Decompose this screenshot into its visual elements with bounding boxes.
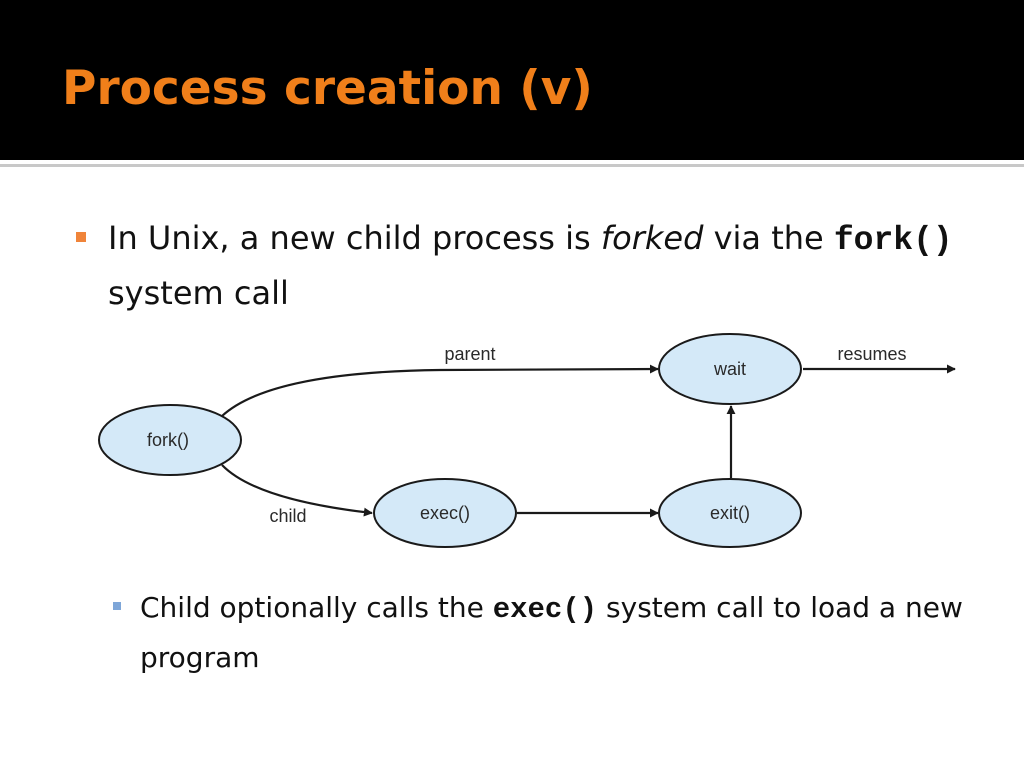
node-exec-label: exec() <box>420 503 470 523</box>
title-divider-shadow <box>0 164 1024 167</box>
bullet-text-part: via the <box>703 219 834 257</box>
edge-label-child: child <box>269 506 306 526</box>
title-bar <box>0 0 1024 160</box>
node-wait: wait <box>658 333 802 405</box>
node-exit: exit() <box>658 478 802 548</box>
edge-child <box>221 464 373 517</box>
emphasis-forked: forked <box>600 219 704 257</box>
sub-bullet-marker-square-icon <box>113 602 121 610</box>
slide-title: Process creation (v) <box>62 61 593 116</box>
code-fork: fork() <box>833 222 953 259</box>
bullet-text-part: system call <box>108 274 289 312</box>
title-divider <box>0 160 1024 164</box>
bullet-text-fork: In Unix, a new child process is forked v… <box>108 212 988 319</box>
code-exec: exec() <box>492 593 598 626</box>
bullet-text-part: In Unix, a new child process is <box>108 219 601 257</box>
bullet-marker-square-icon <box>76 232 86 242</box>
edge-label-parent: parent <box>444 344 495 364</box>
node-wait-label: wait <box>713 359 746 379</box>
node-exit-label: exit() <box>710 503 750 523</box>
edge-parent <box>221 364 659 417</box>
sub-bullet-text-part: Child optionally calls the <box>140 591 493 624</box>
sub-bullet-text-part: system call to load a new program <box>140 591 963 674</box>
node-fork: fork() <box>98 404 242 476</box>
sub-bullet-text-exec: Child optionally calls the exec() system… <box>140 584 1000 682</box>
node-exec: exec() <box>373 478 517 548</box>
node-fork-label: fork() <box>147 430 189 450</box>
edge-label-resumes: resumes <box>837 344 906 364</box>
